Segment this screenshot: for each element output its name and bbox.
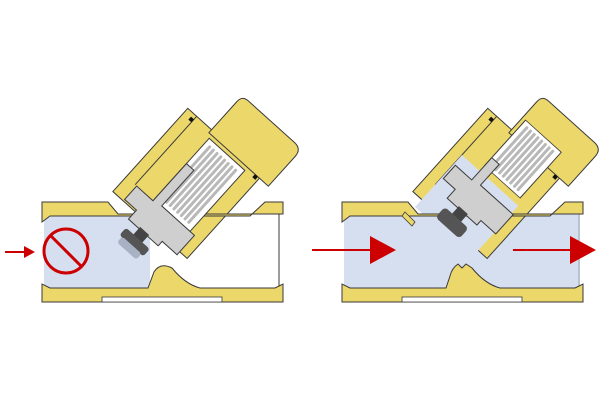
bottom-wall-seat — [341, 263, 584, 303]
top-wall — [341, 201, 584, 223]
valve-disc — [437, 208, 467, 238]
top-wall — [41, 201, 284, 223]
plunger-open — [437, 118, 563, 238]
flow-arrow-icon — [5, 246, 35, 258]
valve-disc — [120, 228, 149, 256]
plunger-closed — [118, 136, 247, 259]
prohibited-icon — [42, 227, 90, 275]
flow-arrow-icon — [513, 236, 596, 264]
open-valve — [312, 97, 599, 303]
flow-arrow-icon — [312, 236, 396, 264]
bottom-wall-seat — [41, 265, 284, 303]
closed-valve — [5, 97, 299, 303]
valve-seal — [118, 237, 141, 259]
